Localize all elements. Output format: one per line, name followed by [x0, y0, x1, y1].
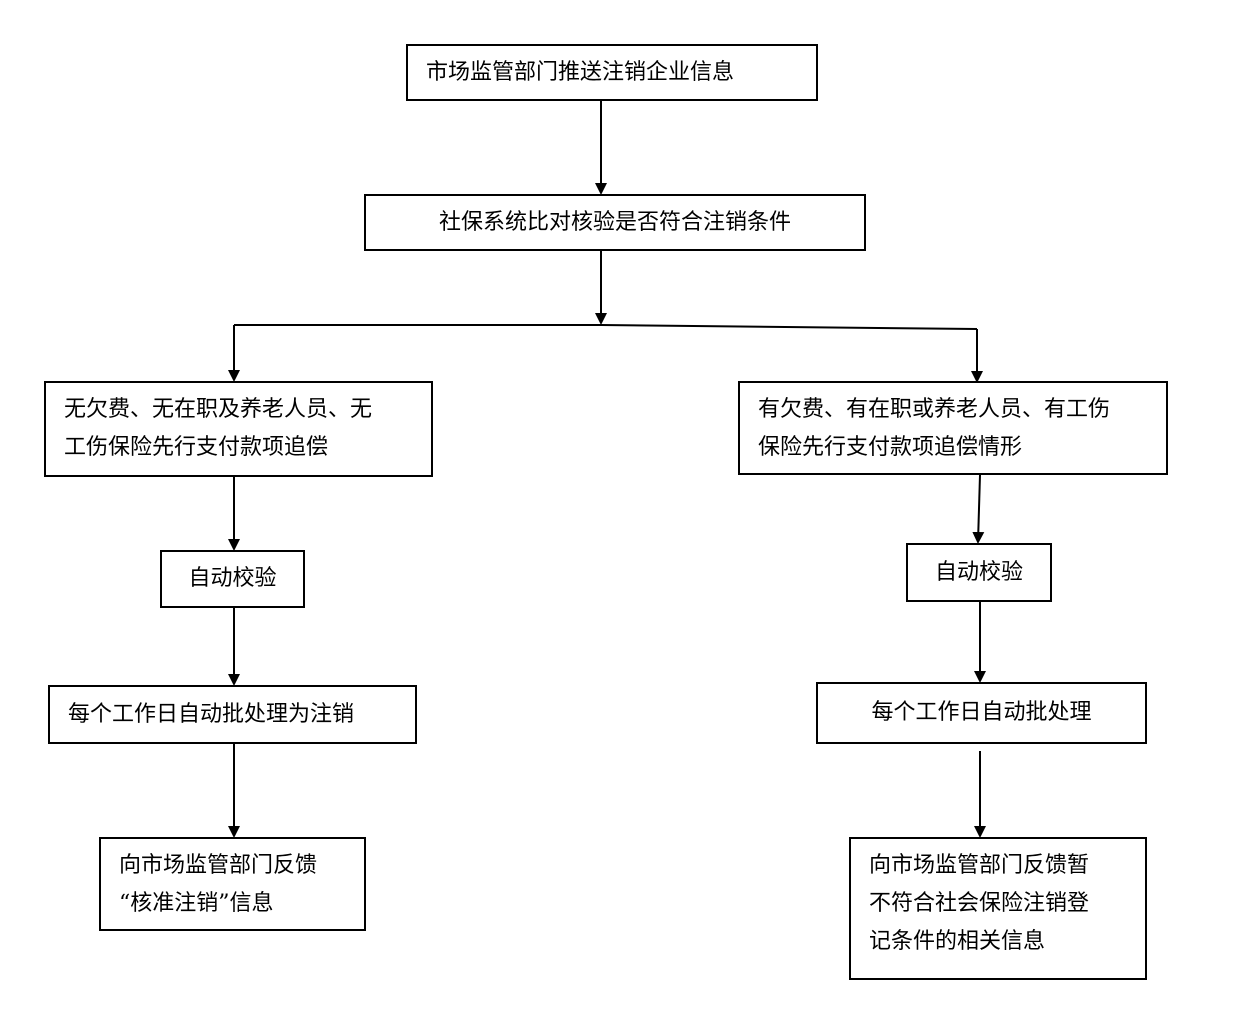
node-feedback-approved: 向市场监管部门反馈 “核准注销”信息 — [99, 837, 366, 931]
node-has-arrears-label: 有欠费、有在职或养老人员、有工伤 保险先行支付款项追偿情形 — [758, 397, 1111, 460]
node-auto-verify-right: 自动校验 — [906, 543, 1052, 602]
arrow-has-arrears-to-verify — [972, 474, 985, 544]
node-check: 社保系统比对核验是否符合注销条件 — [364, 194, 866, 251]
node-push-info: 市场监管部门推送注销企业信息 — [406, 44, 818, 101]
node-feedback-rejected-label: 向市场监管部门反馈暂 不符合社会保险注销登 记条件的相关信息 — [869, 853, 1090, 954]
split-line — [234, 324, 978, 330]
node-auto-verify-left: 自动校验 — [160, 550, 305, 608]
node-no-arrears-label: 无欠费、无在职及养老人员、无 工伤保险先行支付款项追偿 — [64, 397, 373, 460]
node-batch-cancel-label: 每个工作日自动批处理为注销 — [68, 701, 355, 727]
node-auto-verify-left-label: 自动校验 — [188, 566, 277, 591]
node-push-info-label: 市场监管部门推送注销企业信息 — [426, 59, 735, 85]
node-batch-process: 每个工作日自动批处理 — [816, 682, 1147, 744]
node-has-arrears: 有欠费、有在职或养老人员、有工伤 保险先行支付款项追偿情形 — [738, 381, 1168, 475]
node-auto-verify-right-label: 自动校验 — [934, 559, 1023, 585]
node-check-label: 社保系统比对核验是否符合注销条件 — [438, 209, 791, 235]
node-no-arrears: 无欠费、无在职及养老人员、无 工伤保险先行支付款项追偿 — [44, 381, 433, 477]
node-batch-cancel: 每个工作日自动批处理为注销 — [48, 685, 417, 744]
node-batch-process-label: 每个工作日自动批处理 — [871, 700, 1092, 725]
node-feedback-approved-label: 向市场监管部门反馈 “核准注销”信息 — [119, 853, 318, 916]
node-feedback-rejected: 向市场监管部门反馈暂 不符合社会保险注销登 记条件的相关信息 — [849, 837, 1147, 980]
